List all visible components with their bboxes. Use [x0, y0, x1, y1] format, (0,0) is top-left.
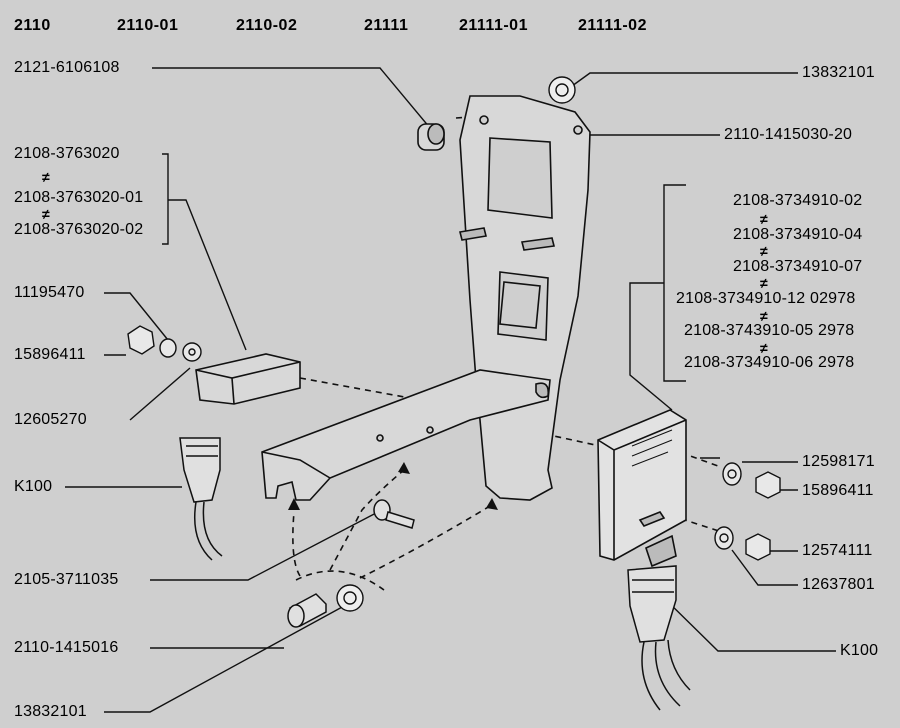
leader-12605270	[129, 367, 191, 421]
leader-2121	[152, 67, 431, 129]
not-equal-3: ≠	[760, 211, 768, 227]
label-relay-c: 2108-3763020-02	[14, 221, 144, 238]
label-bolt: 2105-3711035	[14, 571, 119, 588]
label-bracket-part: 2121-6106108	[14, 59, 120, 76]
label-ecu-e: 2108-3743910-05 2978	[684, 322, 855, 339]
model-21111: 21111	[364, 17, 409, 34]
model-21111-01: 21111-01	[459, 17, 528, 34]
model-21111-02: 21111-02	[578, 17, 647, 34]
leader-relay	[168, 199, 247, 351]
label-nut-a-right: 15896411	[802, 482, 874, 499]
model-2110-02: 2110-02	[236, 17, 298, 34]
label-clip-left: 13832101	[14, 703, 87, 720]
not-equal-5: ≠	[760, 275, 768, 291]
label-nut-b-right: 12574111	[802, 542, 873, 559]
label-washer-b: 12637801	[802, 576, 875, 593]
label-ecu-b: 2108-3734910-04	[733, 226, 863, 243]
leader-bolt	[150, 511, 379, 581]
connector-left	[179, 437, 221, 503]
label-clip-right: 13832101	[802, 64, 875, 81]
relay-block	[195, 353, 301, 405]
label-ecu-c: 2108-3734910-07	[733, 258, 863, 275]
leader-ecu	[629, 282, 673, 411]
leader-11195470	[104, 292, 169, 341]
relay-bracket-brace	[162, 153, 169, 245]
label-washer-a: 12598171	[802, 453, 875, 470]
ecu-brace	[663, 184, 686, 382]
bolt	[373, 499, 391, 521]
label-ecu-d: 2108-3734910-12 02978	[676, 290, 856, 307]
bracket-arm	[261, 369, 551, 501]
label-relay-b: 2108-3763020-01	[14, 189, 144, 206]
label-nut-b: 15896411	[14, 346, 86, 363]
leader-12637801	[731, 549, 798, 586]
label-ecu-f: 2108-3734910-06 2978	[684, 354, 855, 371]
label-ecu-a: 2108-3734910-02	[733, 192, 863, 209]
label-sleeve: 2110-1415016	[14, 639, 119, 656]
not-equal-7: ≠	[760, 340, 768, 356]
label-connector-right: K100	[840, 642, 879, 659]
not-equal-6: ≠	[760, 308, 768, 324]
model-2110: 2110	[14, 17, 51, 34]
label-main-bracket: 2110-1415030-20	[724, 126, 853, 143]
label-washer: 12605270	[14, 411, 87, 428]
leader-clip-right	[571, 72, 798, 87]
leader-clip-left	[104, 605, 345, 713]
connector-right	[627, 565, 677, 643]
leader-k100-right	[661, 595, 836, 652]
label-connector-left: K100	[14, 478, 53, 495]
not-equal-1: ≠	[42, 169, 50, 185]
not-equal-4: ≠	[760, 243, 768, 259]
not-equal-2: ≠	[42, 206, 50, 222]
label-relay-a: 2108-3763020	[14, 145, 120, 162]
model-2110-01: 2110-01	[117, 17, 179, 34]
label-nut-a: 11195470	[14, 284, 85, 301]
